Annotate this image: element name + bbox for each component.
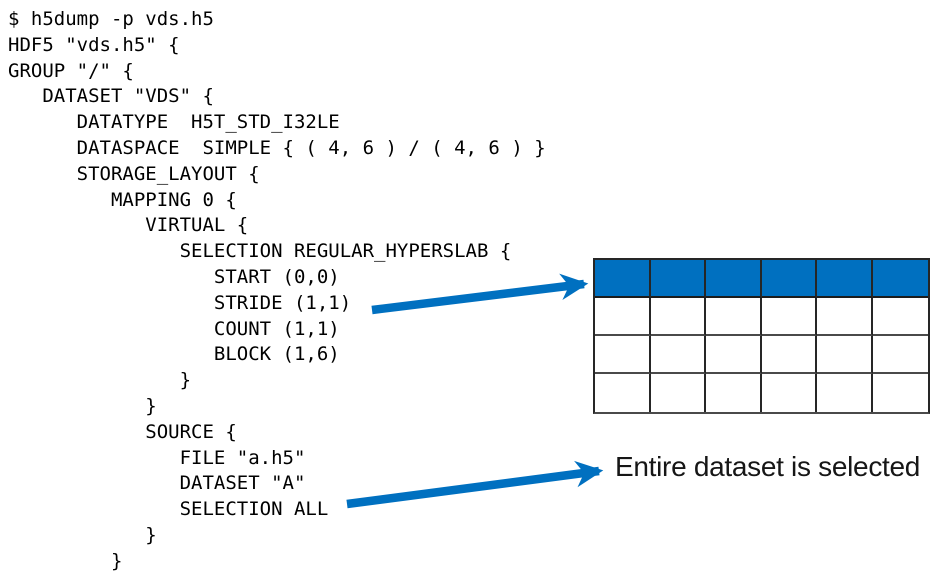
grid-cell bbox=[817, 336, 873, 374]
selected-row-cell bbox=[595, 260, 651, 298]
grid-cell bbox=[651, 374, 706, 412]
grid-cell bbox=[650, 336, 706, 374]
grid-cell bbox=[706, 298, 762, 336]
grid-cell bbox=[706, 336, 762, 374]
selected-row-cell bbox=[872, 260, 928, 298]
grid-cell bbox=[762, 374, 817, 412]
grid-cell bbox=[595, 298, 651, 336]
selected-row-cell bbox=[650, 260, 706, 298]
grid-cell bbox=[706, 374, 762, 412]
grid-cell bbox=[761, 336, 817, 374]
selected-row-cell bbox=[817, 260, 873, 298]
selected-row-cell bbox=[761, 260, 817, 298]
grid-cell bbox=[761, 298, 817, 336]
grid-cell bbox=[872, 336, 928, 374]
selection-label: Entire dataset is selected bbox=[615, 451, 921, 482]
grid-cell bbox=[595, 336, 651, 374]
selected-row-cell bbox=[706, 260, 762, 298]
grid-cell bbox=[817, 374, 873, 412]
grid-cell bbox=[595, 374, 651, 412]
dataset-grid bbox=[593, 258, 930, 414]
h5dump-output: $ h5dump -p vds.h5 HDF5 "vds.h5" { GROUP… bbox=[8, 8, 546, 572]
grid-cell bbox=[817, 298, 873, 336]
grid-cell bbox=[873, 374, 929, 412]
grid-cell bbox=[650, 298, 706, 336]
grid-cell bbox=[872, 298, 928, 336]
